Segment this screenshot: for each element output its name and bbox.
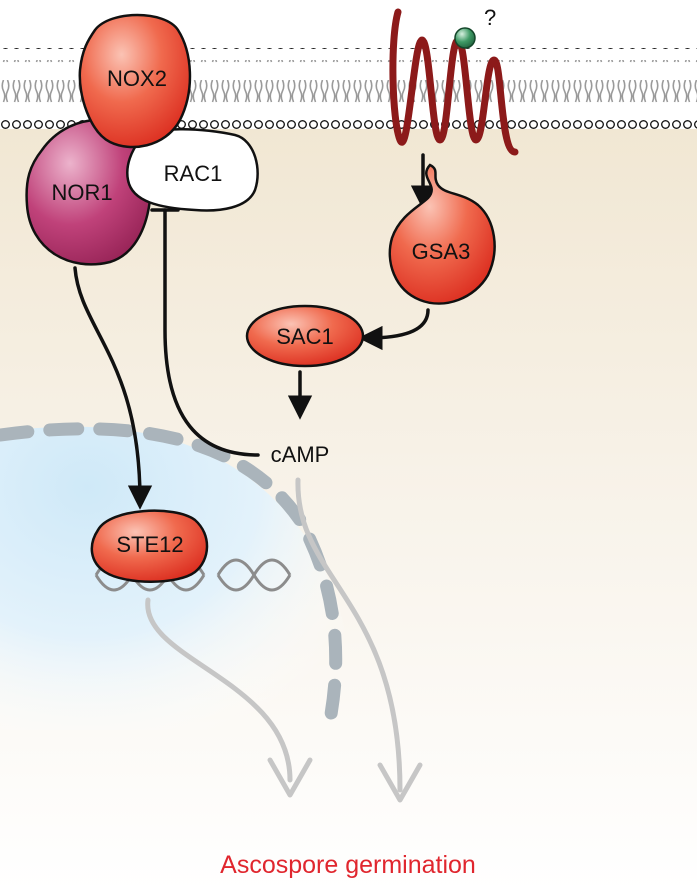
ste12-pathway-arrow	[145, 597, 293, 783]
protein-ste12: STE12	[90, 509, 209, 583]
ligand-icon	[454, 27, 476, 49]
protein-sac1: SAC1	[245, 304, 365, 368]
gpcr-receptor-icon	[389, 8, 519, 156]
rac1-label: RAC1	[164, 161, 223, 186]
gsa3-to-sac1-arrow	[358, 308, 430, 351]
protein-rac1: RAC1	[126, 127, 259, 212]
protein-nor1: NOR1	[25, 118, 152, 266]
camp-pathway-arrow	[295, 477, 403, 793]
protein-gsa3: GSA3	[388, 163, 496, 305]
signaling-edges	[73, 153, 436, 510]
unknown-ligand-mark: ?	[484, 5, 496, 30]
camp-inhibits-rac1-line	[163, 208, 260, 457]
ste12-pathway-arrowhead	[267, 757, 313, 798]
germination-pathways	[145, 477, 423, 803]
nor1-to-ste12-arrow	[73, 266, 153, 510]
nox2-label: NOX2	[107, 66, 167, 91]
outcome-label: Ascospore germination	[220, 851, 476, 879]
nor1-label: NOR1	[51, 180, 112, 205]
ste12-label: STE12	[116, 532, 183, 557]
gsa3-label: GSA3	[412, 239, 471, 264]
camp-pathway-arrowhead	[377, 762, 423, 803]
camp-label: cAMP	[271, 442, 330, 467]
sac1-label: SAC1	[276, 324, 333, 349]
protein-nox2: NOX2	[78, 13, 192, 149]
nuclear-envelope-icon	[0, 422, 343, 727]
